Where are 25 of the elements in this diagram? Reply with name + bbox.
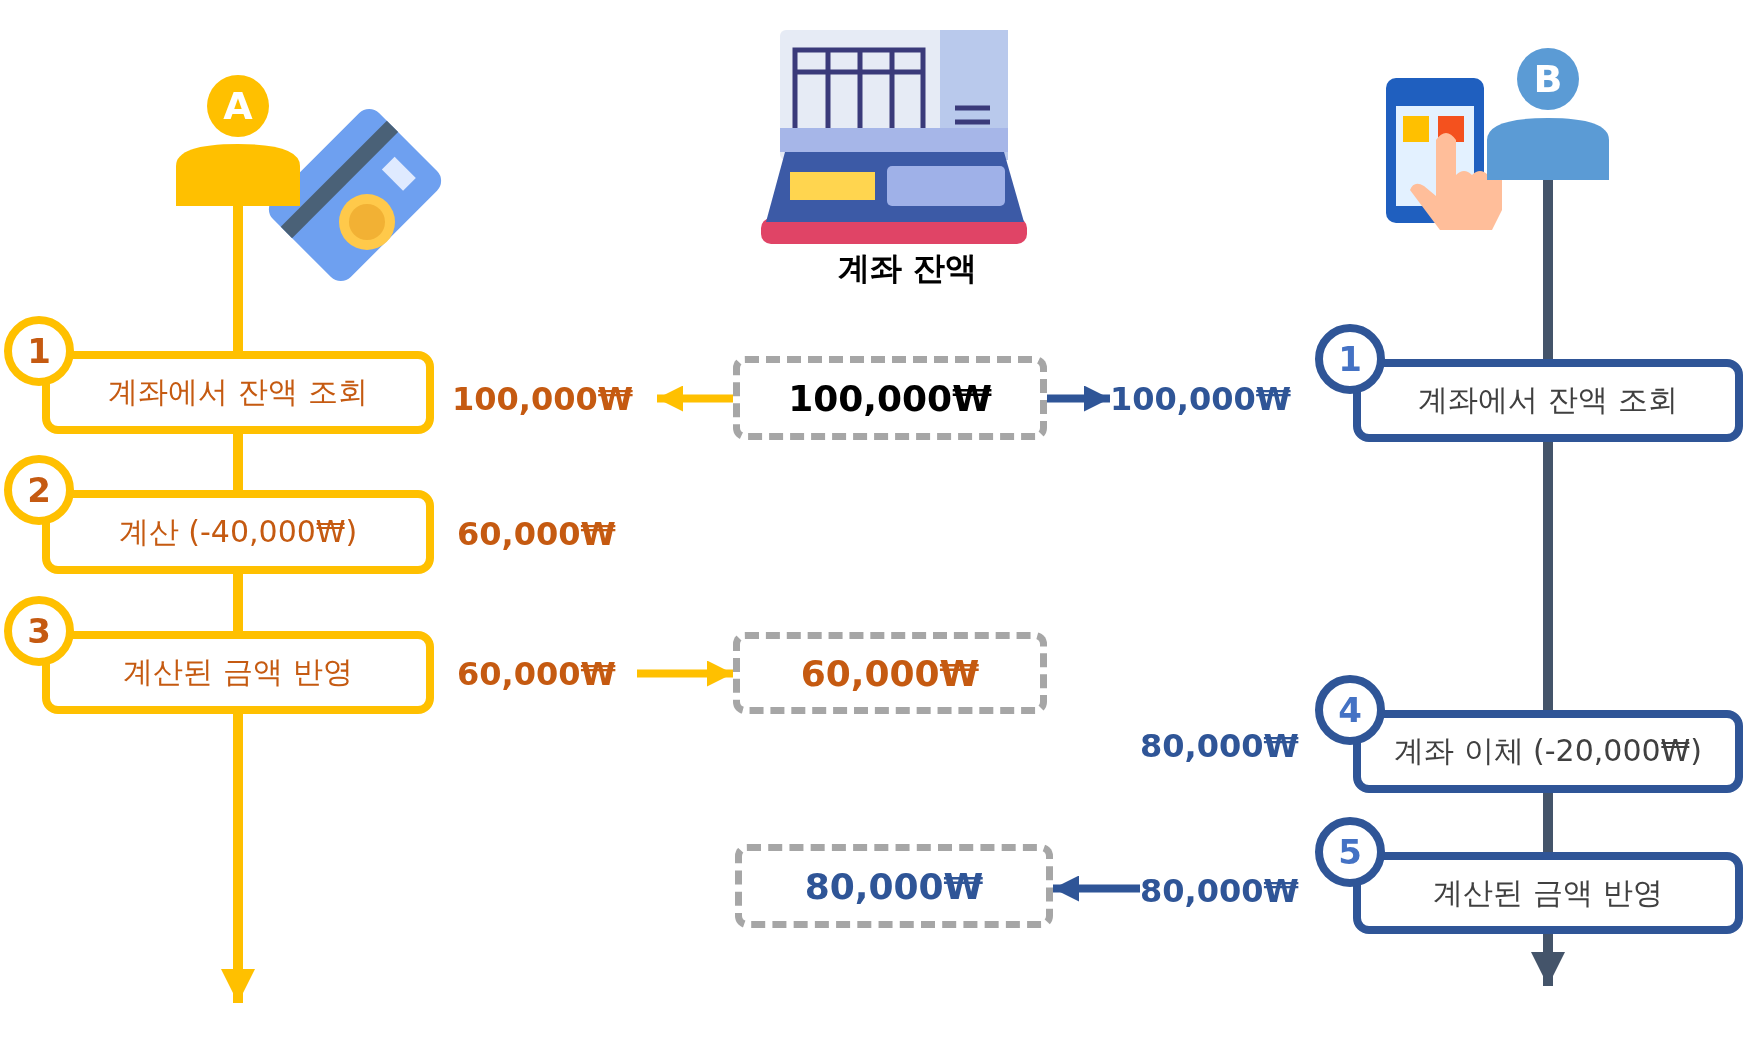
arrow [1531,934,1565,986]
step-badge: 3 [4,596,74,666]
connector-line [1543,180,1553,359]
balance-box: 80,000₩ [735,844,1053,928]
amount-text: 100,000₩ [1110,374,1310,424]
amount-text: 80,000₩ [1140,726,1299,767]
step-badge: 5 [1315,817,1385,887]
amount-text: 60,000₩ [457,514,616,555]
step-badge: 1 [4,316,74,386]
avatar-letter: B [1532,60,1564,98]
connector-line [233,434,243,490]
step-badge: 1 [1315,324,1385,394]
caption-text: 계좌 잔액 [838,248,978,289]
connector-line [1543,793,1553,852]
step-badge: 4 [1315,675,1385,745]
connector-line [1543,442,1553,710]
balance-box: 60,000₩ [733,632,1047,714]
step-badge: 2 [4,455,74,525]
balance-box: 100,000₩ [733,356,1047,440]
connector-line [233,206,243,351]
arrow [221,714,255,1003]
avatar-letter: A [222,87,254,125]
amount-text: 60,000₩ [457,649,637,699]
connector-line [233,574,243,631]
amount-text: 100,000₩ [452,374,657,424]
